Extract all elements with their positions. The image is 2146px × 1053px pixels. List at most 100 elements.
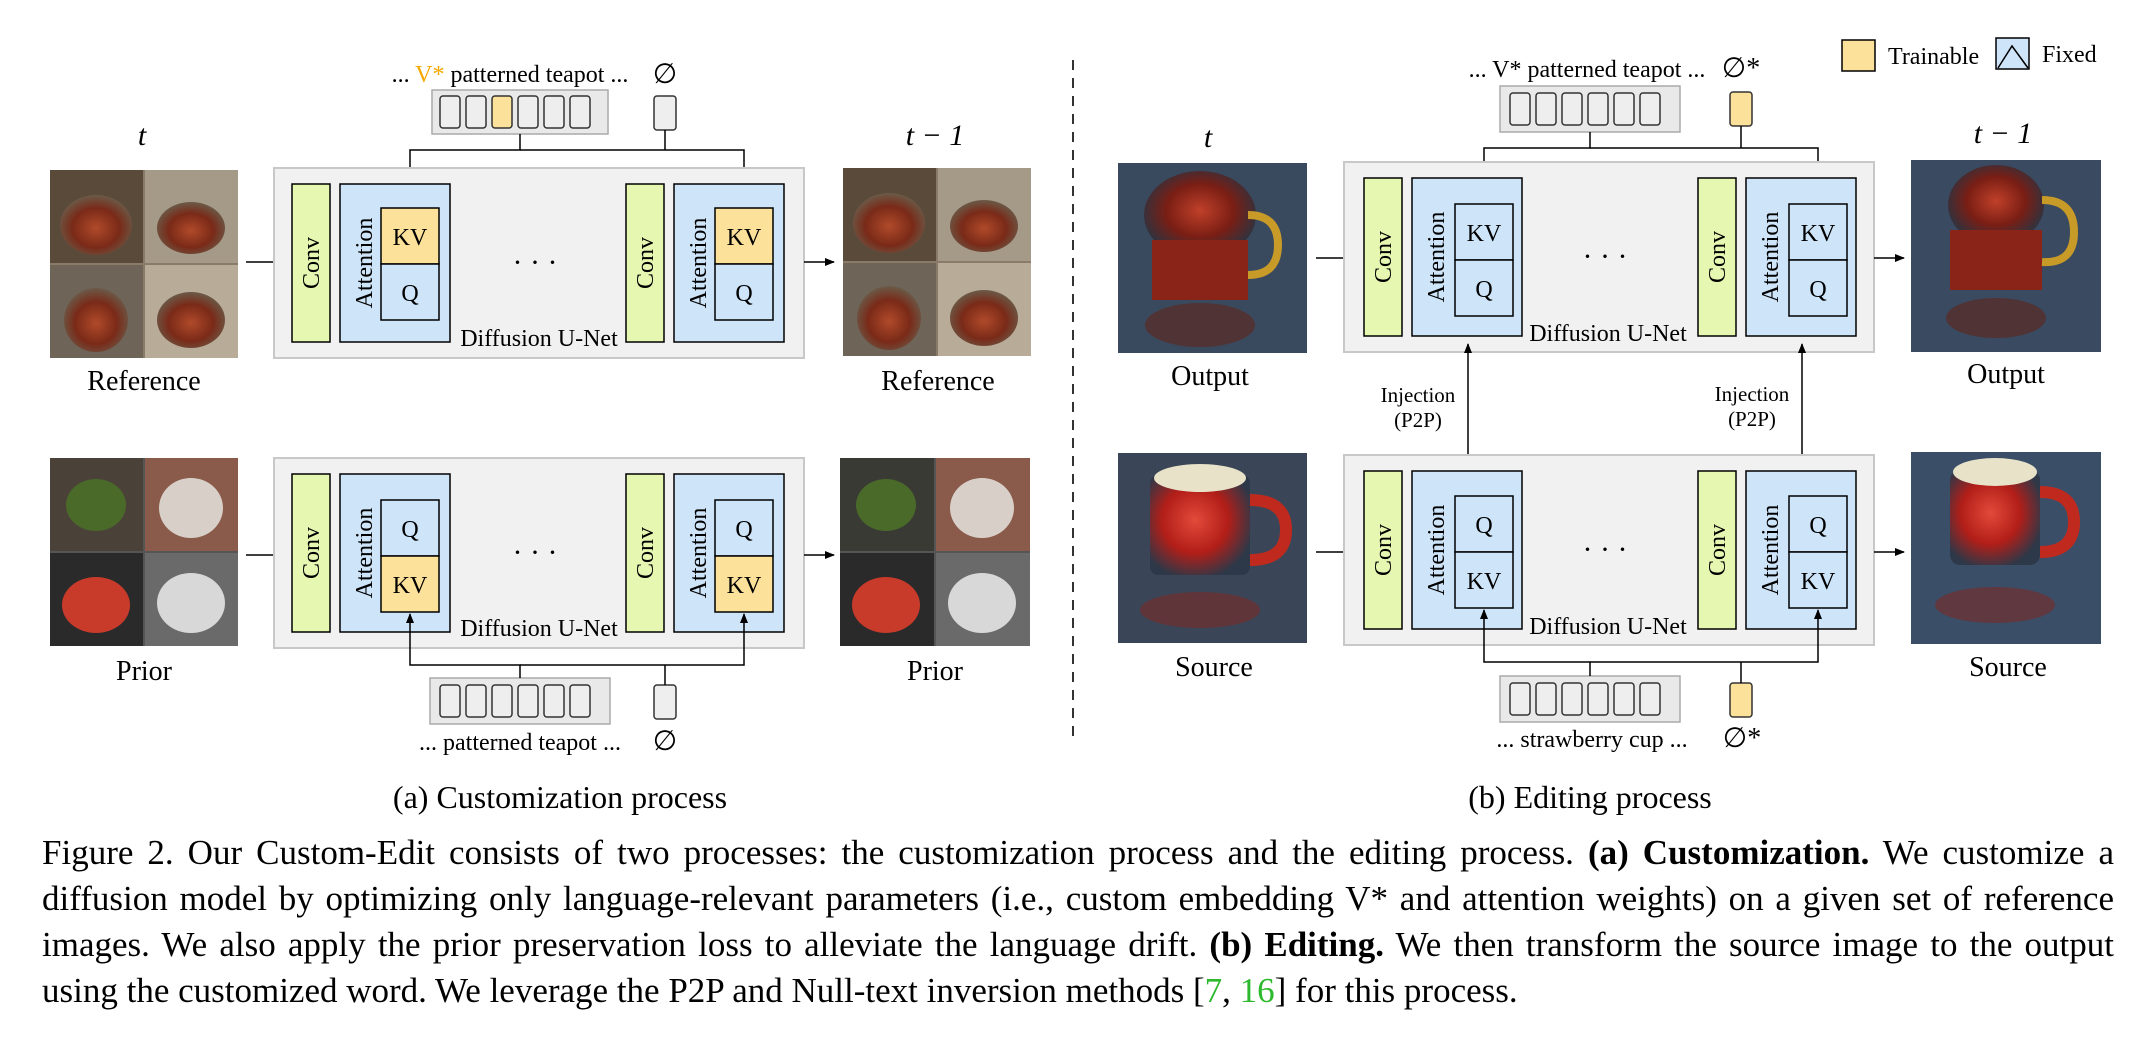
reference-label-right: Reference bbox=[881, 366, 994, 397]
panel-b-null-top: ∅* bbox=[1722, 53, 1760, 84]
panel-a-bottom-token-row bbox=[429, 677, 611, 725]
conv-block bbox=[291, 183, 331, 343]
svg-text:Attention: Attention bbox=[352, 218, 378, 309]
svg-text:Attention: Attention bbox=[686, 218, 712, 309]
unet-a-bottom: Conv Attention Q KV · · · Conv Attention… bbox=[273, 457, 805, 649]
injection-label-1: Injection bbox=[1381, 383, 1456, 407]
panel-b-t-minus-1-label: t − 1 bbox=[1974, 117, 2033, 150]
caption-b-text: We then transform the source image to th… bbox=[42, 925, 2115, 1010]
svg-text:Q: Q bbox=[1809, 277, 1826, 303]
panel-b: t t − 1 ... V* patterned teapot ... ∅* O… bbox=[1118, 53, 2101, 815]
injection-label-2b: (P2P) bbox=[1728, 407, 1776, 431]
unet-a-top: Conv Attention KV Q · · · Conv Attention… bbox=[273, 167, 805, 359]
svg-text:KV: KV bbox=[727, 573, 762, 599]
legend-trainable-swatch bbox=[1841, 39, 1876, 72]
output-image-left bbox=[1118, 163, 1307, 353]
svg-text:· · ·: · · · bbox=[1583, 240, 1628, 273]
panel-a-null-token-bottom bbox=[653, 684, 677, 720]
svg-text:KV: KV bbox=[393, 225, 428, 251]
legend-fixed-label: Fixed bbox=[2042, 42, 2097, 68]
svg-text:KV: KV bbox=[1801, 221, 1836, 247]
svg-text:Q: Q bbox=[735, 517, 752, 543]
svg-text:Q: Q bbox=[1475, 277, 1492, 303]
source-label-right: Source bbox=[1969, 652, 2047, 683]
citation-separator: , bbox=[1222, 971, 1240, 1010]
svg-text:KV: KV bbox=[1801, 569, 1836, 595]
source-label-left: Source bbox=[1175, 652, 1253, 683]
conv-block bbox=[625, 183, 665, 343]
svg-text:Attention: Attention bbox=[1424, 505, 1450, 596]
panel-b-null-token-top bbox=[1729, 91, 1753, 127]
svg-text:· · ·: · · · bbox=[513, 536, 558, 569]
caption-intro: Our Custom-Edit consists of two processe… bbox=[173, 833, 1588, 872]
figure-caption: Figure 2. Our Custom-Edit consists of tw… bbox=[42, 830, 2114, 1014]
reference-images-right bbox=[843, 168, 1031, 356]
injection-label-2: Injection bbox=[1715, 382, 1790, 406]
unet-b-bottom: Conv Attention Q KV · · · Conv Attention… bbox=[1343, 454, 1875, 646]
source-image-right bbox=[1911, 452, 2101, 644]
unet-label: Diffusion U-Net bbox=[460, 616, 618, 642]
prior-label-left: Prior bbox=[116, 656, 173, 687]
citation-link[interactable]: 7 bbox=[1204, 971, 1223, 1010]
svg-text:KV: KV bbox=[393, 573, 428, 599]
unet-label: Diffusion U-Net bbox=[1529, 321, 1687, 347]
svg-text:Conv: Conv bbox=[299, 527, 325, 579]
svg-text:Q: Q bbox=[1475, 513, 1492, 539]
svg-text:Q: Q bbox=[735, 281, 752, 307]
vstar-token bbox=[491, 95, 513, 129]
panel-a-null-bottom: ∅ bbox=[653, 726, 677, 757]
panel-a-null-token-top bbox=[653, 95, 677, 131]
figure-diagram: Trainable Fixed t t − 1 ... V* patterned… bbox=[50, 37, 2101, 815]
unet-label: Diffusion U-Net bbox=[1529, 614, 1687, 640]
svg-text:Attention: Attention bbox=[352, 508, 378, 599]
reference-images-left bbox=[50, 170, 238, 358]
citation-link[interactable]: 16 bbox=[1239, 971, 1275, 1010]
svg-text:Conv: Conv bbox=[1705, 231, 1731, 283]
svg-text:Conv: Conv bbox=[1371, 524, 1397, 576]
svg-text:Attention: Attention bbox=[1758, 212, 1784, 303]
panel-b-null-token-bottom bbox=[1729, 682, 1753, 718]
panel-a-top-token-row bbox=[431, 89, 609, 135]
prior-images-right bbox=[840, 458, 1030, 646]
q-fixed bbox=[380, 263, 440, 321]
svg-text:Q: Q bbox=[401, 517, 418, 543]
panel-a-top-prompt: ... V* patterned teapot ... bbox=[392, 62, 629, 88]
svg-text:Conv: Conv bbox=[299, 237, 325, 289]
output-label-left: Output bbox=[1171, 361, 1249, 392]
output-label-right: Output bbox=[1967, 359, 2045, 390]
panel-a-t-label: t bbox=[138, 119, 147, 152]
unet-b-top: Conv Attention KV Q · · · Conv Attention… bbox=[1343, 161, 1875, 353]
prior-label-right: Prior bbox=[907, 656, 964, 687]
reference-label-left: Reference bbox=[87, 366, 200, 397]
panel-b-top-token-row bbox=[1499, 85, 1681, 133]
figure-label: Figure 2. bbox=[42, 833, 174, 872]
caption-b-heading: (b) Editing. bbox=[1209, 925, 1384, 964]
svg-text:Q: Q bbox=[401, 281, 418, 307]
unet-label: Diffusion U-Net bbox=[460, 326, 618, 352]
svg-text:Attention: Attention bbox=[1424, 212, 1450, 303]
svg-text:Conv: Conv bbox=[633, 527, 659, 579]
svg-text:Attention: Attention bbox=[686, 508, 712, 599]
svg-text:KV: KV bbox=[1467, 221, 1502, 247]
panel-b-subcaption: (b) Editing process bbox=[1468, 779, 1712, 815]
source-image-left bbox=[1118, 453, 1307, 643]
q-fixed bbox=[714, 263, 774, 321]
injection-label-1b: (P2P) bbox=[1394, 408, 1442, 432]
prior-images-left bbox=[50, 458, 238, 646]
panel-b-bottom-prompt: ... strawberry cup ... bbox=[1496, 727, 1687, 753]
svg-text:· · ·: · · · bbox=[513, 246, 558, 279]
output-image-right bbox=[1911, 160, 2101, 352]
caption-end: ] for this process. bbox=[1274, 971, 1518, 1010]
panel-a-subcaption: (a) Customization process bbox=[393, 779, 727, 815]
svg-text:KV: KV bbox=[1467, 569, 1502, 595]
panel-a-null-top: ∅ bbox=[653, 59, 677, 90]
svg-text:Attention: Attention bbox=[1758, 505, 1784, 596]
legend-trainable-label: Trainable bbox=[1888, 44, 1979, 70]
panel-b-top-prompt: ... V* patterned teapot ... bbox=[1469, 57, 1706, 83]
caption-a-text: We customize a diffusion model by optimi… bbox=[42, 833, 2114, 964]
svg-text:· · ·: · · · bbox=[1583, 533, 1628, 566]
panel-b-null-bottom: ∅* bbox=[1723, 723, 1761, 754]
svg-text:Conv: Conv bbox=[633, 237, 659, 289]
panel-a-t-minus-1-label: t − 1 bbox=[906, 119, 965, 152]
panel-a: t t − 1 ... V* patterned teapot ... ∅ Re… bbox=[50, 59, 1031, 815]
